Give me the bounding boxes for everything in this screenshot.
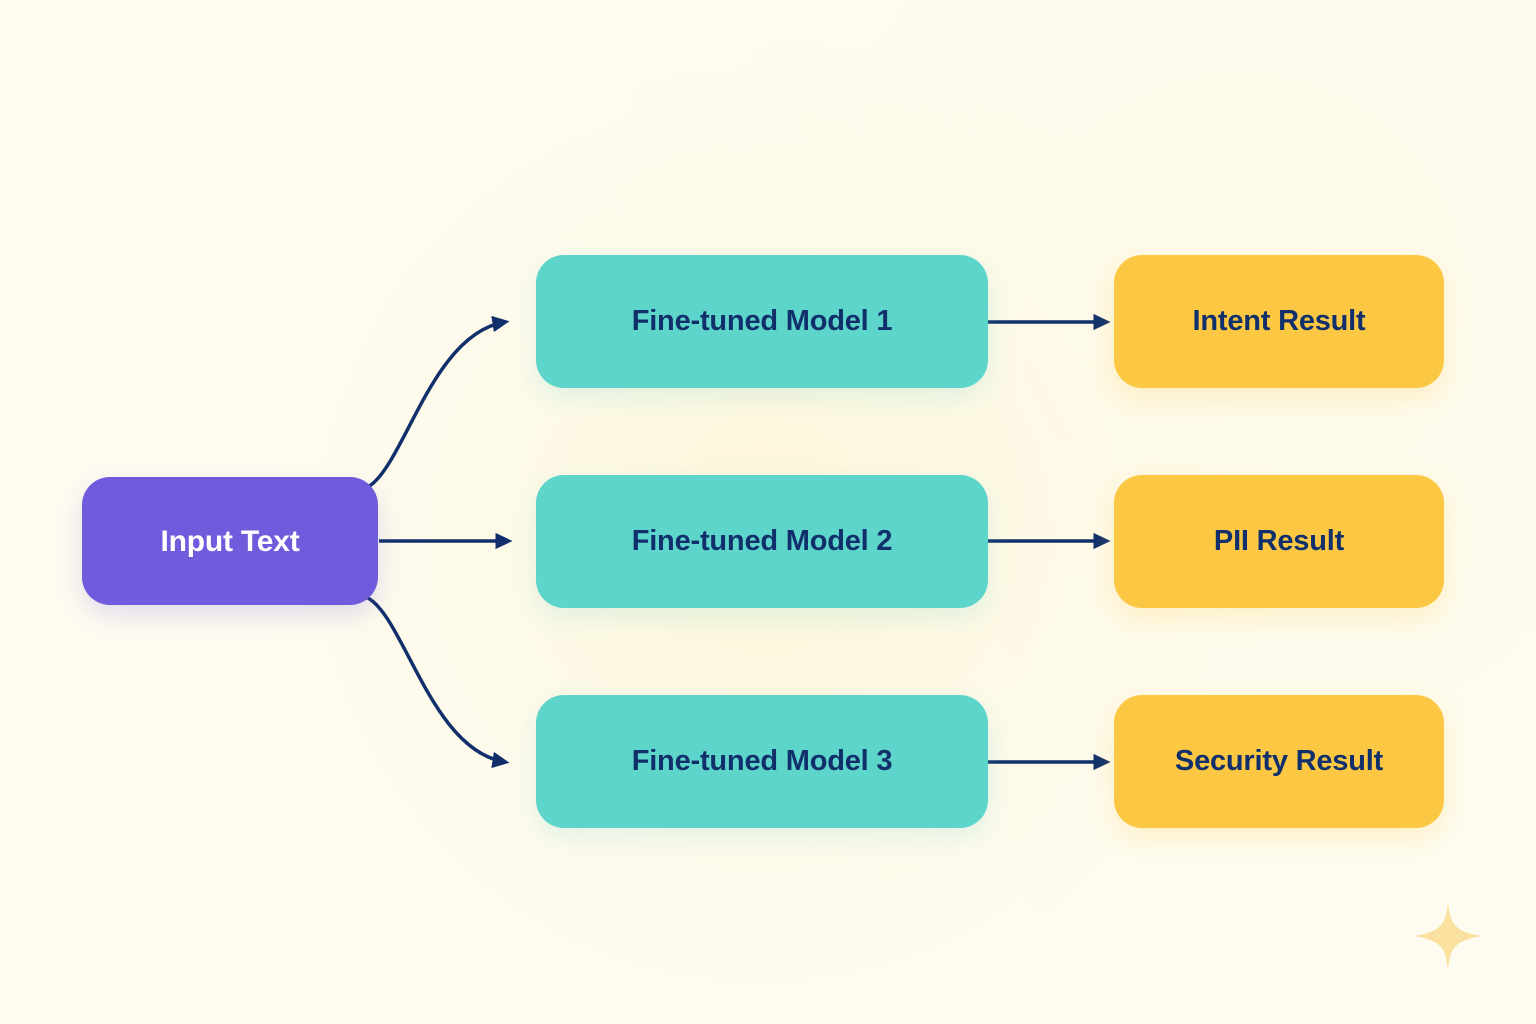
node-intent-result[interactable]: Intent Result bbox=[1114, 255, 1444, 388]
sparkle-icon bbox=[1413, 901, 1483, 971]
node-fine-tuned-model-1-label: Fine-tuned Model 1 bbox=[631, 304, 893, 337]
node-fine-tuned-model-3[interactable]: Fine-tuned Model 3 bbox=[536, 695, 988, 828]
node-intent-result-label: Intent Result bbox=[1192, 304, 1366, 337]
node-fine-tuned-model-1[interactable]: Fine-tuned Model 1 bbox=[536, 255, 988, 388]
node-security-result-label: Security Result bbox=[1174, 744, 1384, 777]
node-fine-tuned-model-2[interactable]: Fine-tuned Model 2 bbox=[536, 475, 988, 608]
node-input-text-label: Input Text bbox=[160, 524, 300, 558]
node-fine-tuned-model-3-label: Fine-tuned Model 3 bbox=[631, 744, 893, 777]
connector-input-to-model-3 bbox=[365, 595, 510, 769]
node-fine-tuned-model-2-label: Fine-tuned Model 2 bbox=[631, 524, 893, 557]
node-pii-result[interactable]: PII Result bbox=[1114, 475, 1444, 608]
node-input-text[interactable]: Input Text bbox=[82, 477, 378, 605]
node-security-result[interactable]: Security Result bbox=[1114, 695, 1444, 828]
connector-input-to-model-1 bbox=[365, 315, 510, 490]
node-pii-result-label: PII Result bbox=[1213, 524, 1345, 557]
